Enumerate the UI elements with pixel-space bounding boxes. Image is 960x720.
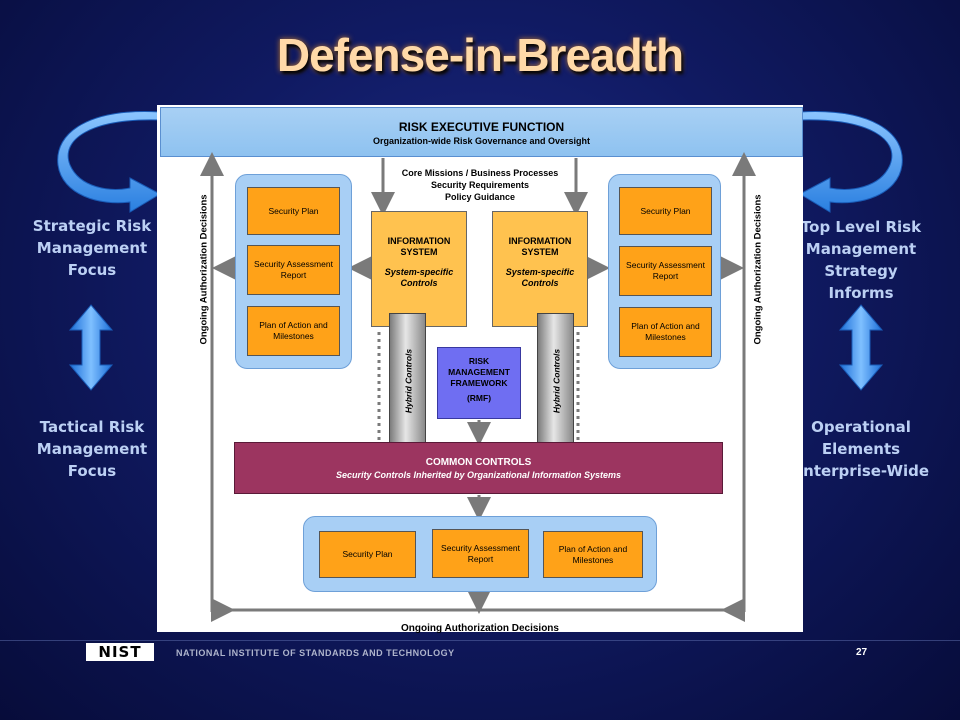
footer-divider	[0, 640, 960, 641]
hybrid-controls-left: Hybrid Controls	[389, 313, 426, 452]
right-security-plan-box: Security Plan	[619, 187, 712, 235]
left-curved-arrow-icon	[57, 111, 162, 213]
left-security-plan-box: Security Plan	[247, 187, 340, 235]
ongoing-authorization-left-label: Ongoing Authorization Decisions	[198, 194, 210, 345]
ongoing-authorization-bottom-label: Ongoing Authorization Decisions	[401, 623, 559, 634]
hybrid-controls-right: Hybrid Controls	[537, 313, 574, 452]
bottom-security-assessment-report-box: Security Assessment Report	[432, 529, 529, 578]
common-controls-box: COMMON CONTROLS Security Controls Inheri…	[234, 442, 723, 494]
left-security-assessment-report-box: Security Assessment Report	[247, 245, 340, 295]
nist-logo: NIST	[86, 643, 154, 661]
right-poam-box: Plan of Action and Milestones	[619, 307, 712, 357]
ongoing-authorization-right-label: Ongoing Authorization Decisions	[752, 194, 764, 345]
right-security-assessment-report-box: Security Assessment Report	[619, 246, 712, 296]
risk-executive-function-box: RISK EXECUTIVE FUNCTION Organization-wid…	[160, 107, 803, 157]
left-poam-box: Plan of Action and Milestones	[247, 306, 340, 356]
left-double-arrow-icon	[68, 304, 114, 391]
right-curved-arrow-icon	[798, 111, 903, 213]
right-double-arrow-icon	[838, 304, 884, 391]
organization-name: NATIONAL INSTITUTE OF STANDARDS AND TECH…	[176, 648, 455, 658]
rmf-box: RISK MANAGEMENT FRAMEWORK (RMF)	[437, 347, 521, 419]
bottom-poam-box: Plan of Action and Milestones	[543, 531, 643, 578]
bottom-security-plan-box: Security Plan	[319, 531, 416, 578]
slide-title: Defense-in-Breadth	[276, 29, 684, 81]
core-guidance-text: Core Missions / Business Processes Secur…	[401, 168, 559, 202]
page-number: 27	[856, 647, 868, 658]
information-system-right: INFORMATION SYSTEM System-specific Contr…	[492, 211, 588, 327]
information-system-left: INFORMATION SYSTEM System-specific Contr…	[371, 211, 467, 327]
